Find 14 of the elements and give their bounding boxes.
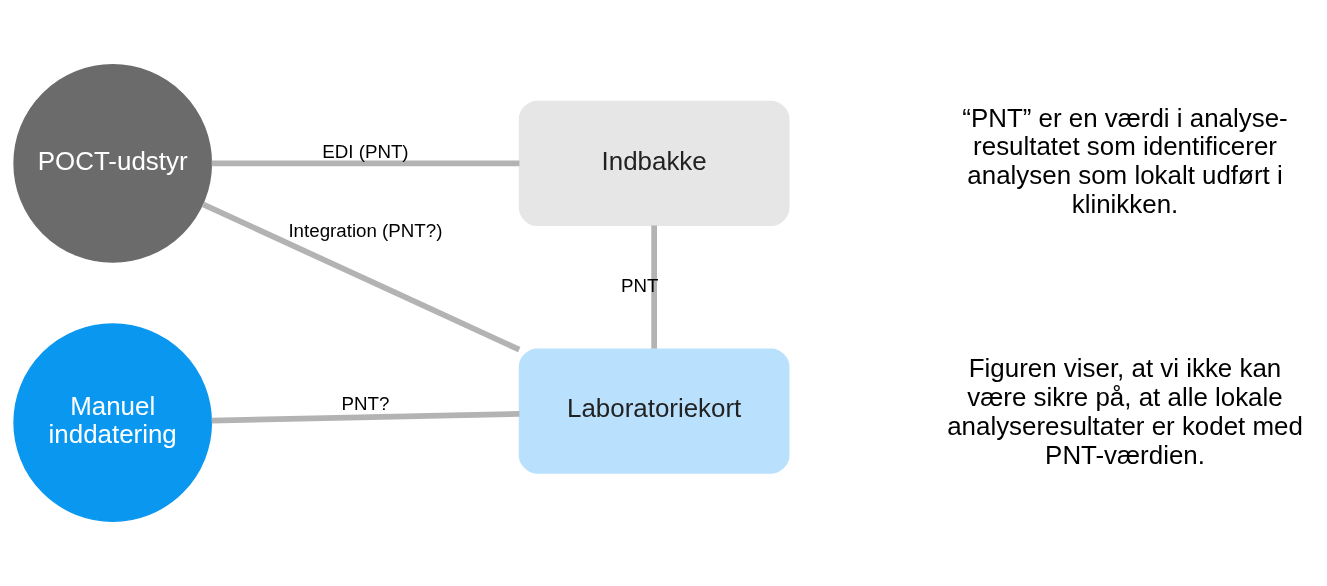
node-circle: POCT-udstyr: [13, 64, 213, 263]
label: Figuren viser, at vi ikke kan være sikre på, at alle lokale analyseresultater er kodet med PNT-værdien.: [947, 354, 1303, 469]
edge-label: Integration (PNT?): [288, 220, 443, 242]
node-box: Laboratoriekort: [518, 348, 790, 474]
edge-label: PNT?: [341, 393, 390, 415]
edge-label: PNT: [621, 275, 659, 297]
connector: [651, 225, 657, 349]
connector: [211, 160, 520, 167]
label: “PNT” er en værdi i analyse-resultatet som identificerer analysen som lokalt udført i klinikken.: [962, 103, 1288, 218]
node-box: Indbakke: [518, 100, 790, 227]
connector: [211, 411, 520, 424]
connector: [201, 201, 521, 353]
node-circle: Manuel inddatering: [13, 323, 213, 522]
edge-label: EDI (PNT): [322, 141, 409, 163]
